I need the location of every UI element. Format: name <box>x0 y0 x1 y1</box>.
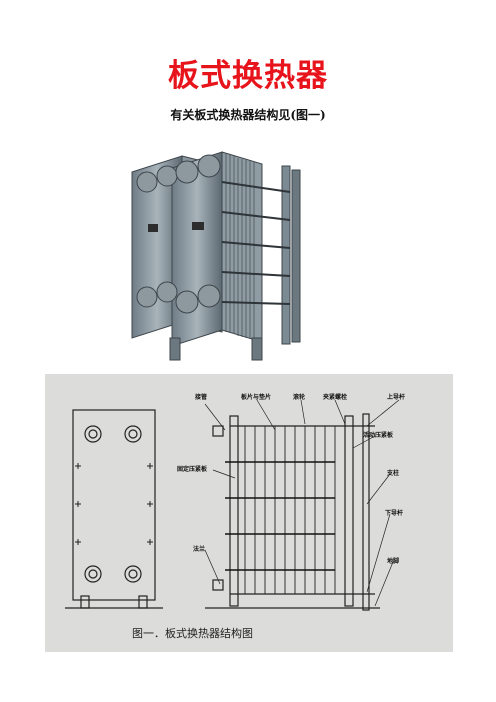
label-banpian: 板片与垫片 <box>241 394 272 401</box>
label-dijiao: 地脚 <box>387 558 400 565</box>
document-title: 板式换热器 <box>168 58 328 94</box>
heat-exchanger-photo <box>112 142 318 366</box>
structure-diagram: 接管 板片与垫片 滚轮 夹紧螺栓 上导杆 活动压紧板 固定压紧板 支柱 法兰 下… <box>45 374 453 652</box>
document-subtitle: 有关板式换热器结构见(图一) <box>170 108 326 122</box>
label-gudingyaban: 固定压紧板 <box>177 466 208 473</box>
label-shangdaogan: 上导杆 <box>387 394 406 401</box>
figure-caption: 图一．板式换热器结构图 <box>132 627 253 640</box>
label-huodongyaban: 活动压紧板 <box>363 432 394 439</box>
label-jiajin: 夹紧螺栓 <box>323 394 348 401</box>
label-falan: 法兰 <box>193 546 206 553</box>
label-gunlun: 滚轮 <box>293 394 306 401</box>
label-jieguan: 接管 <box>195 394 208 401</box>
label-xiadaogan: 下导杆 <box>385 510 404 517</box>
label-zhizhu: 支柱 <box>387 470 400 477</box>
